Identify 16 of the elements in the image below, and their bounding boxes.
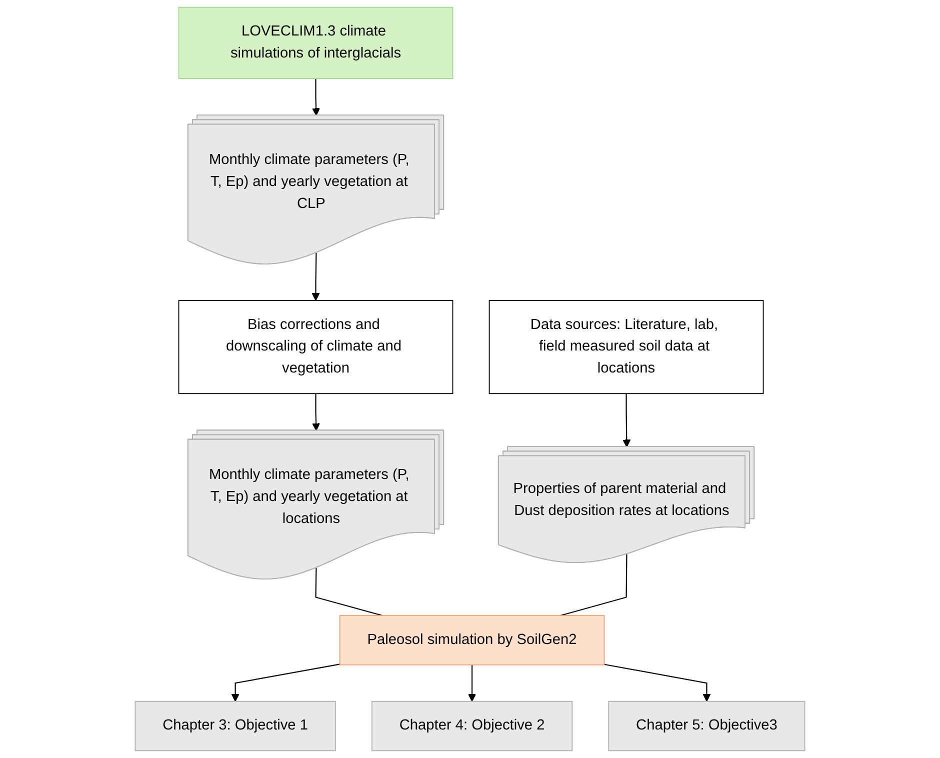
- arrow: [604, 664, 711, 702]
- node-box: Data sources: Literature, lab, field measured soil data at locations: [488, 300, 764, 394]
- node-box: Chapter 3: Objective 1: [134, 700, 336, 752]
- arrow: [312, 78, 320, 116]
- arrow: [231, 664, 340, 702]
- node-box: Chapter 4: Objective 2: [371, 700, 573, 752]
- node-box: Paleosol simulation by SoilGen2: [339, 615, 605, 666]
- node-box: Chapter 5: Objective3: [608, 700, 806, 752]
- arrow: [622, 394, 631, 448]
- node-box: LOVECLIM1.3 climate simulations of interglacials: [178, 6, 454, 79]
- arrow: [312, 394, 320, 431]
- node-box: Bias corrections and downscaling of climate and vegetation: [178, 300, 454, 394]
- arrow: [468, 664, 476, 702]
- arrow: [312, 252, 320, 301]
- connector: [560, 554, 628, 616]
- connector: [315, 568, 382, 616]
